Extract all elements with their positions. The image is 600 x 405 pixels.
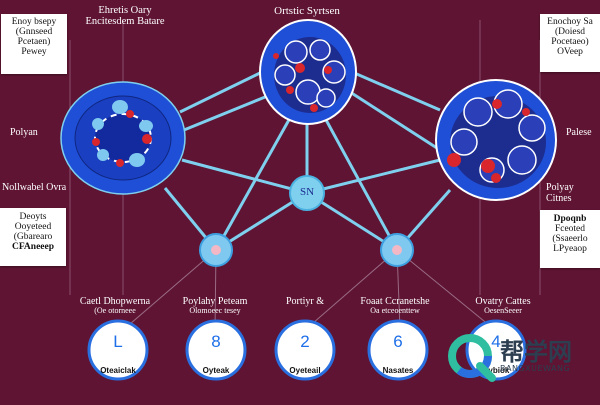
mid-right-card: Dpoqnb Fceoted (Ssaeerlo LPyeaop [540,210,600,268]
bubble-caption: Dybiok [482,366,510,375]
top-cell [259,19,357,125]
bottom-label-4: Foaat Ccranetshe Oa etceoenttew [340,297,450,315]
connector-line [396,249,496,331]
connector-line [181,158,308,195]
top-left-card-line-3: Pcetaen) [17,36,51,47]
mid-right-card-line-2: Fceoted [554,223,586,234]
top-left-card-line-4: Pewey [21,46,47,57]
left-cell [60,81,186,195]
mid-right-card-line-1: Dpoqnb [553,214,587,224]
connector-line [183,93,271,132]
connector-line [304,249,398,331]
bubble-caption: Oteaiclak [100,366,136,375]
bottom-label-2-title: Poylahy Peteam [182,296,248,307]
mid-left-card-line-4: CFAneeep [11,241,55,252]
bottom-label-1-title: Caetl Dhopwerna [79,296,151,307]
top-right-card-line-4: OVeep [557,46,583,57]
bottom-bubbles [87,319,527,381]
top-right-card-line-2: (Doiesd [554,26,586,37]
connector-line [351,70,441,112]
bubble-circle [87,319,149,381]
top-left-heading: Ehretis Oary Encitesdem Batare [70,5,180,27]
center-node [289,175,325,211]
bubble-circle [185,319,247,381]
connector-line [122,249,217,331]
top-title: Ortstic Syrtsen [274,5,340,17]
watermark-en: BANGXUEWANG [500,364,571,373]
top-right-card-line-3: Pocetaeo) [551,36,589,47]
bubble-symbol: 4 [491,332,501,351]
right-small-node [380,233,414,267]
connector-line [306,158,441,195]
mid-left-card: Deoyts Ooyeteed (Gbarearo CFAneeep [0,208,66,266]
watermark-logo-icon [448,334,496,382]
left-small-node [199,233,233,267]
bottom-label-1: Caetl Dhopwerna (Oe otorneee [60,297,170,315]
connector-line [214,117,292,251]
watermark: 帮学网 BANGXUEWANG [444,328,584,386]
right-side-label-2: Polyay Citnes [546,182,574,204]
bottom-label-1-sub: (Oe otorneee [94,306,136,315]
top-right-card-line-1: Enochoy Sa [547,17,593,27]
top-left-card-line-2: (Gnnseed [15,26,53,37]
bubble-symbol: L [113,332,123,351]
mid-left-card-line-1: Deoyts [19,212,47,222]
bottom-label-3-title: Portiyr & [285,296,325,307]
bottom-label-5-sub: OesenSeeer [484,306,522,315]
bottom-label-2: Poylahy Peteam Olomoeec tesey [160,297,270,315]
bubble-caption: Oyeteail [289,366,321,375]
right-cell [435,79,557,201]
bottom-label-5-title: Ovatry Cattes [475,296,531,307]
top-left-heading-line-1: Ehretis Oary [98,5,152,16]
watermark-cn: 帮学网 [500,338,572,366]
top-left-card: Enoy bsepy (Gnnseed Pcetaen) Pewey [1,14,67,74]
connector-line [323,117,399,251]
right-side-label-1: Palese [566,127,592,138]
bubble-symbol: 6 [393,332,403,351]
bubble-caption: Oyteak [202,366,230,375]
bubble-symbol: 8 [211,332,221,351]
left-side-label-1: Polyan [10,127,38,138]
connector-line [179,70,263,114]
top-left-card-line-1: Enoy bsepy [11,17,57,27]
bottom-label-2-sub: Olomoeec tesey [189,306,241,315]
bottom-label-4-title: Foaat Ccranetshe [360,296,430,307]
bottom-label-5: Ovatry Cattes OesenSeeer [448,297,558,315]
bubble-caption: Nasates [382,366,414,375]
bottom-label-3: Portiyr & [260,297,350,307]
bubble-symbol: 2 [300,332,310,351]
bubble-circle [274,319,336,381]
top-right-card: Enochoy Sa (Doiesd Pocetaeo) OVeep [540,14,600,72]
connector-line [349,90,441,152]
bubble-circle [367,319,429,381]
top-left-heading-line-2: Encitesdem Batare [85,16,165,28]
mid-right-card-line-3: (Ssaeerlo [552,233,588,244]
left-side-label-2: Nollwabel Ovra [2,182,67,193]
mid-right-card-line-4: LPyeaop [553,243,587,254]
center-node-label: SN [299,186,315,198]
mid-left-card-line-2: Ooyeteed [14,221,52,232]
bottom-label-4-sub: Oa etceoenttew [370,306,420,315]
mid-left-card-line-3: (Gbarearo [13,231,53,242]
